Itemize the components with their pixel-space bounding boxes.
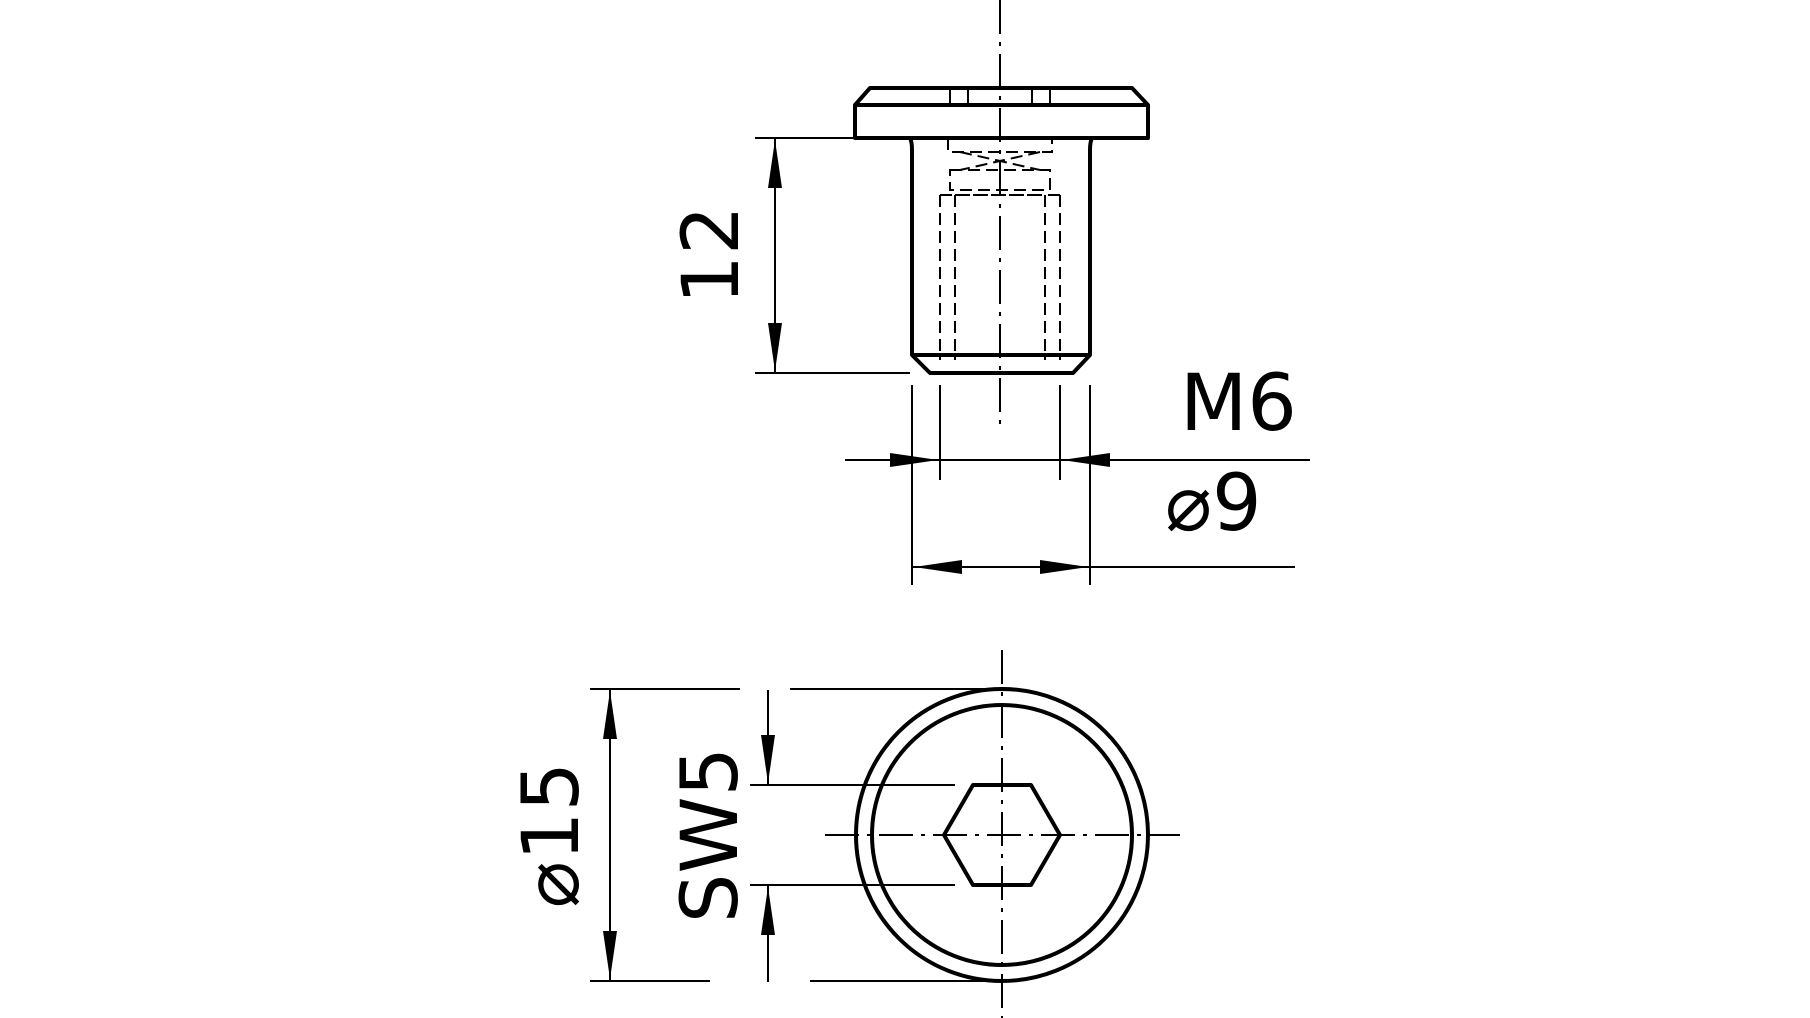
arrowhead [768,140,782,188]
shank-outline [908,137,1094,375]
arrowhead [603,691,617,739]
hidden-socket-cone [949,151,1051,191]
length-dimension-label: 12 [667,205,757,304]
arrowhead [1062,453,1110,467]
arrowhead [761,887,775,935]
shank-diameter-label: ⌀9 [1165,459,1262,549]
hidden-socket [947,138,1053,153]
arrowhead [1040,560,1088,574]
arrowhead [890,453,938,467]
arrowhead [768,323,782,371]
thread-dimension-label: M6 [1180,359,1297,449]
arrowhead [914,560,962,574]
arrowhead [761,735,775,783]
hex-socket [942,783,1062,887]
head-inner-circle [870,703,1134,967]
arrowhead [603,931,617,979]
side-view: 12 M6 ⌀9 [667,0,1310,585]
socket-size-label: SW5 [666,747,756,923]
head-outline [853,86,1150,140]
top-view: ⌀15 SW5 [507,650,1180,1018]
head-diameter-label: ⌀15 [507,762,597,908]
